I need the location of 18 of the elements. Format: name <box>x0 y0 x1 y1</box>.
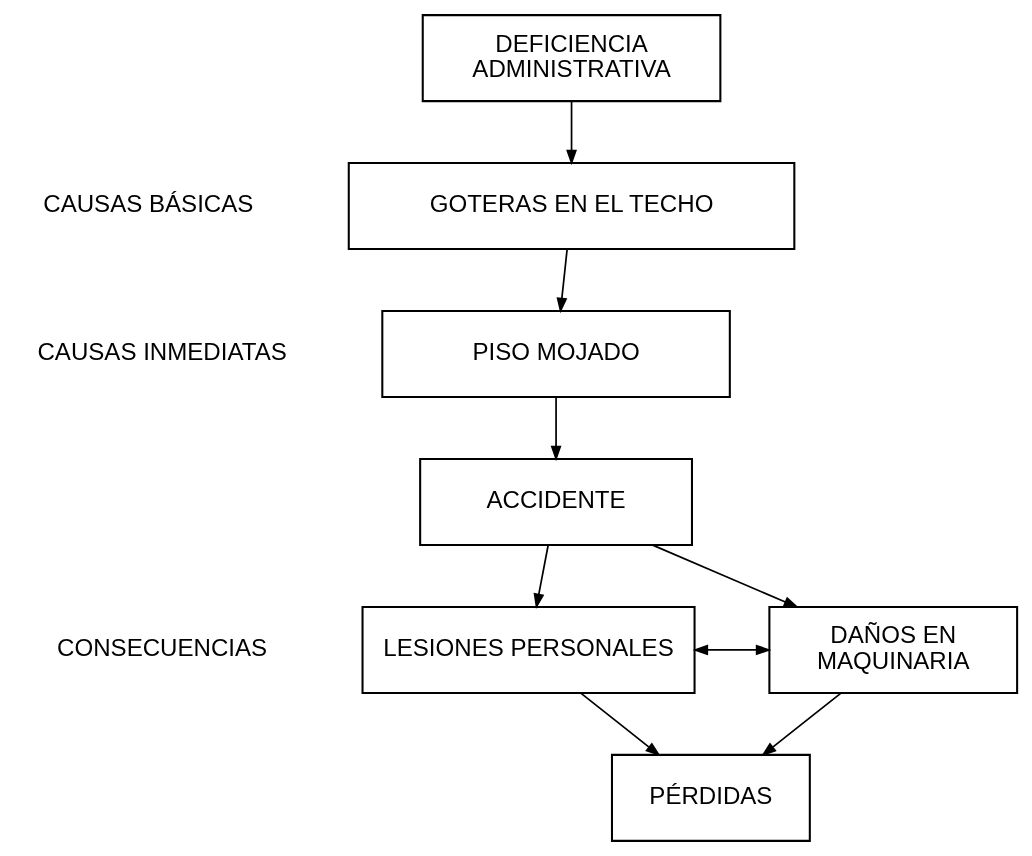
node-box: DAÑOS EN MAQUINARIA <box>767 605 1018 694</box>
node-box: PÉRDIDAS <box>610 753 811 842</box>
node-box: PISO MOJADO <box>380 310 731 399</box>
node-box: ACCIDENTE <box>418 457 693 546</box>
label: CAUSAS INMEDIATAS <box>36 338 287 366</box>
arrow <box>556 248 568 314</box>
arrow <box>550 396 561 462</box>
arrow <box>760 692 842 757</box>
arrow <box>692 644 771 656</box>
arrow <box>651 544 799 608</box>
arrow <box>565 100 577 166</box>
label: CONSECUENCIAS <box>56 634 267 662</box>
arrow <box>579 692 661 757</box>
node-box: GOTERAS EN EL TECHO <box>347 162 795 251</box>
label: CAUSAS BÁSICAS <box>42 190 253 218</box>
node-box: DEFICIENCIA ADMINISTRATIVA <box>421 14 721 103</box>
node-box: LESIONES PERSONALES <box>361 605 696 694</box>
arrow <box>533 544 549 610</box>
